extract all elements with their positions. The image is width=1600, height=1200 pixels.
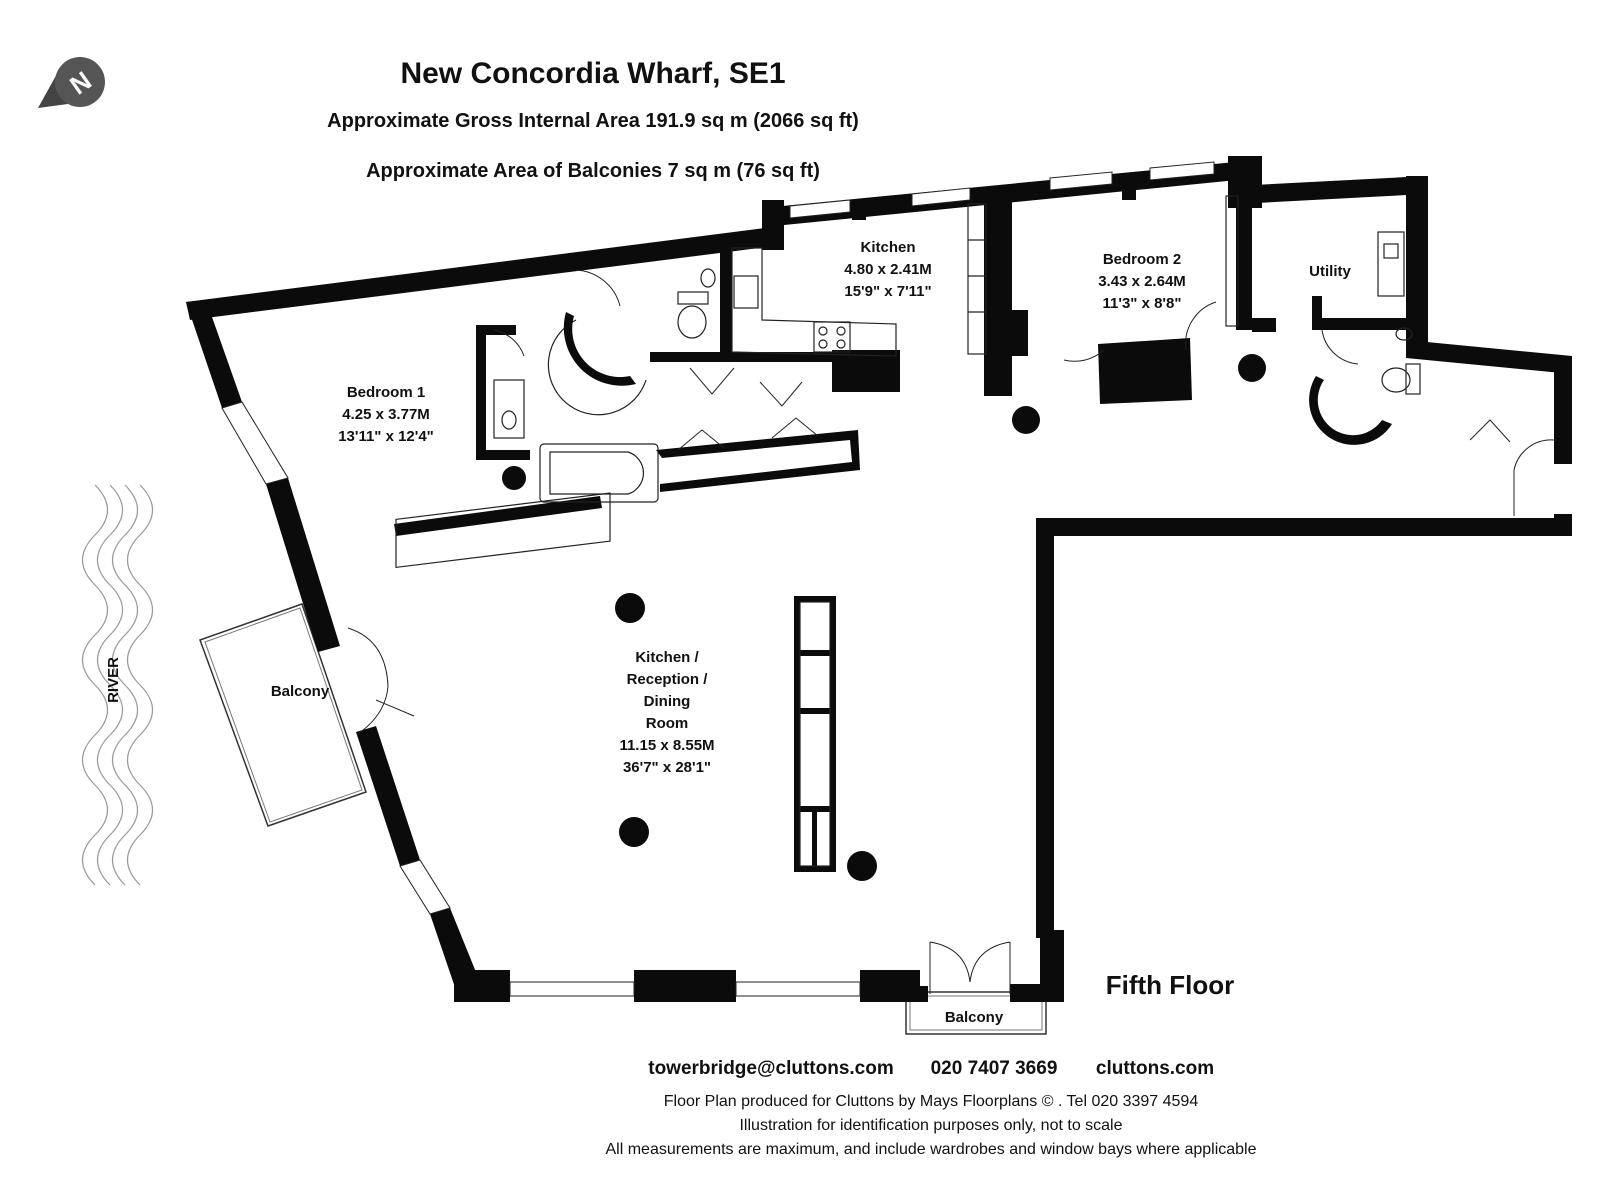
room-dims-metric: 11.15 x 8.55M	[619, 737, 714, 754]
room-utility: Utility	[1309, 263, 1351, 280]
room-name: Bedroom 2	[1103, 251, 1181, 268]
footer-note-producer: Floor Plan produced for Cluttons by Mays…	[664, 1093, 1199, 1110]
floor-label: Fifth Floor	[1106, 970, 1235, 1000]
page-title: New Concordia Wharf, SE1	[400, 57, 785, 90]
gross-area-text: Approximate Gross Internal Area 191.9 sq…	[327, 110, 859, 132]
email-link[interactable]: towerbridge@cluttons.com	[648, 1058, 894, 1079]
balcony-west	[199, 603, 367, 827]
room-name: Bedroom 1	[347, 384, 425, 401]
river-label: RIVER	[105, 657, 122, 703]
room-name: Kitchen	[860, 239, 915, 256]
room-dims-metric: 3.43 x 2.64M	[1098, 273, 1186, 290]
room-bedroom2: Bedroom 2 3.43 x 2.64M 11'3" x 8'8"	[1098, 251, 1186, 312]
room-dims-metric: 4.80 x 2.41M	[844, 261, 932, 278]
doors	[347, 269, 1555, 994]
north-compass-icon: N	[38, 57, 105, 108]
room-balcony-south: Balcony	[945, 1009, 1004, 1026]
website-link[interactable]: cluttons.com	[1096, 1058, 1214, 1079]
phone-link[interactable]: 020 7407 3669	[931, 1058, 1058, 1079]
room-dims-imperial: 13'11" x 12'4"	[338, 428, 434, 445]
room-dims-metric: 4.25 x 3.77M	[342, 406, 430, 423]
windows	[221, 161, 1215, 997]
room-name: Utility	[1309, 263, 1351, 280]
interior-walls	[394, 176, 1408, 536]
footer-note-illustration: Illustration for identification purposes…	[739, 1117, 1122, 1134]
fixtures	[395, 195, 1421, 872]
room-kitchen: Kitchen 4.80 x 2.41M 15'9" x 7'11"	[844, 239, 932, 300]
footer-note-measurements: All measurements are maximum, and includ…	[606, 1141, 1257, 1158]
room-name-line2: Reception /	[627, 671, 709, 688]
room-name-line1: Kitchen /	[635, 649, 699, 666]
room-name-line3: Dining	[644, 693, 691, 710]
room-dims-imperial: 11'3" x 8'8"	[1103, 295, 1182, 312]
balcony-area-text: Approximate Area of Balconies 7 sq m (76…	[366, 160, 820, 182]
room-dims-imperial: 15'9" x 7'11"	[844, 283, 931, 300]
room-bedroom1: Bedroom 1 4.25 x 3.77M 13'11" x 12'4"	[338, 384, 434, 445]
room-name-line4: Room	[646, 715, 689, 732]
outer-walls	[186, 156, 1572, 1002]
room-reception: Kitchen / Reception / Dining Room 11.15 …	[619, 649, 714, 776]
room-dims-imperial: 36'7" x 28'1"	[623, 759, 711, 776]
columns	[502, 354, 1266, 881]
river-waves-icon	[81, 484, 154, 886]
room-balcony-west: Balcony	[271, 683, 330, 700]
